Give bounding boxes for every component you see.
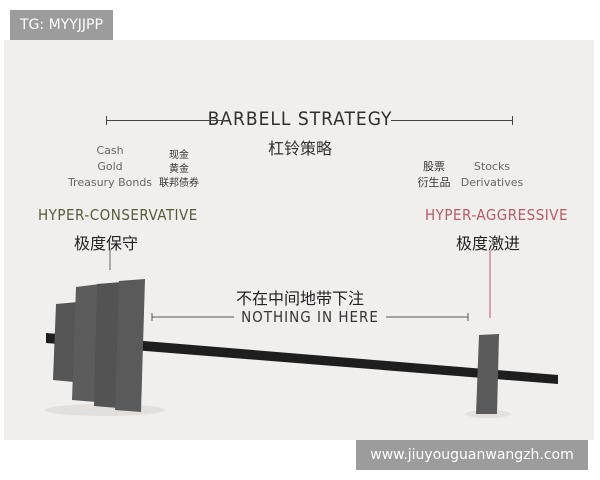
channel-tag: TG: MYYJJPP xyxy=(10,10,113,40)
asset-label: Derivatives xyxy=(460,176,524,189)
title-rule-left-tick xyxy=(106,116,107,125)
title-rule-right-tick xyxy=(512,116,513,125)
left-assets-chinese: 现金 黄金 联邦债券 xyxy=(156,149,202,191)
title-rule-right xyxy=(391,120,513,121)
asset-label: Cash xyxy=(96,144,124,157)
asset-label-zh: 联邦债券 xyxy=(159,178,199,189)
right-plate xyxy=(476,334,499,414)
title-chinese: 杠铃策略 xyxy=(267,139,332,158)
right-heading-english: HYPER-AGGRESSIVE xyxy=(425,206,569,224)
barbell-bar xyxy=(46,333,558,384)
title-rule-left xyxy=(106,120,226,121)
right-heading-chinese: 极度激进 xyxy=(456,234,521,253)
middle-label-english: NOTHING IN HERE xyxy=(241,308,379,326)
left-heading-english: HYPER-CONSERVATIVE xyxy=(38,206,198,224)
left-plate-1 xyxy=(53,302,78,382)
asset-label: Stocks xyxy=(473,160,511,173)
asset-label-zh: 现金 xyxy=(169,150,189,161)
left-assets-english: Cash Gold Treasury Bonds xyxy=(62,143,158,191)
asset-label: Gold xyxy=(97,160,123,173)
asset-label-zh: 股票 xyxy=(423,160,445,173)
asset-label-zh: 衍生品 xyxy=(417,176,451,189)
right-assets-chinese: 股票 衍生品 xyxy=(414,159,454,191)
right-assets-english: Stocks Derivatives xyxy=(456,159,528,191)
watermark: www.jiuyouguanwangzh.com xyxy=(356,440,588,470)
title-english: BARBELL STRATEGY xyxy=(207,108,393,130)
middle-label-chinese: 不在中间地带下注 xyxy=(235,289,364,308)
asset-label-zh: 黄金 xyxy=(169,164,189,175)
left-heading-chinese: 极度保守 xyxy=(74,234,139,253)
left-plate-3 xyxy=(94,282,122,408)
asset-label: Treasury Bonds xyxy=(67,176,153,189)
left-plate-2 xyxy=(72,284,100,402)
left-plate-4 xyxy=(115,279,145,412)
